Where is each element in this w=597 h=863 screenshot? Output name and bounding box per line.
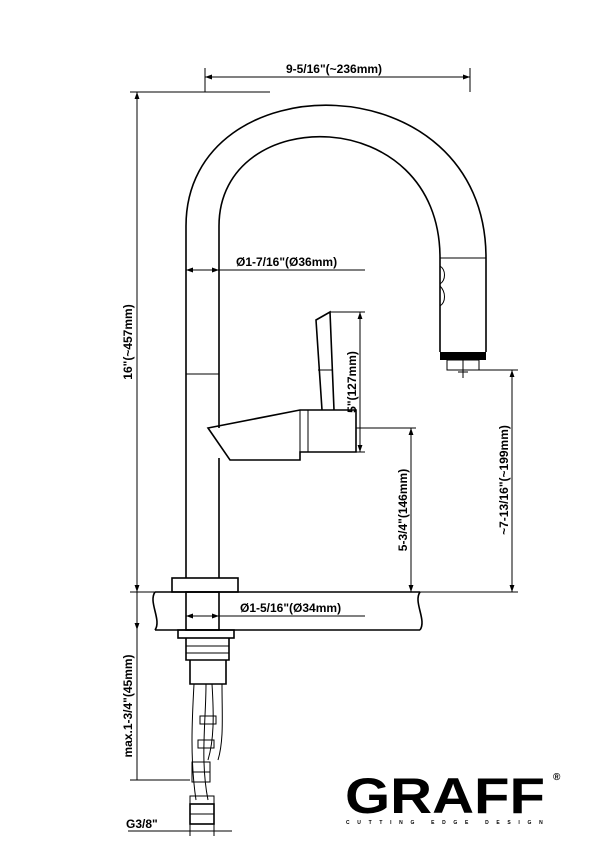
base-diameter-label: Ø1-5/16"(Ø34mm) bbox=[240, 601, 341, 615]
base-plate bbox=[171, 577, 239, 593]
supply-hose bbox=[189, 683, 223, 825]
max-deck-label: max.1-3/4"(45mm) bbox=[121, 654, 135, 757]
pipe-diameter-label: Ø1-7/16"(Ø36mm) bbox=[236, 255, 337, 269]
height-dimension: 16"(~457mm) bbox=[121, 91, 270, 593]
base-diameter-dimension: Ø1-5/16"(Ø34mm) bbox=[186, 601, 365, 619]
handle-base-dimension: 5-3/4"(146mm) bbox=[356, 427, 416, 592]
handle-height-dimension: 5"(127mm) bbox=[330, 311, 365, 453]
handle-height-label: 5"(127mm) bbox=[345, 351, 359, 413]
brand-tagline: CUTTING EDGE DESIGN bbox=[346, 820, 546, 826]
graff-logo: GRAFF ® CUTTING EDGE DESIGN bbox=[345, 768, 561, 826]
spout-clearance-dimension: ~7-13/16"(~199mm) bbox=[420, 369, 518, 593]
faucet-column-inner-outline bbox=[218, 135, 441, 428]
brand-name: GRAFF bbox=[345, 768, 545, 824]
connection-dimension: G3/8" bbox=[126, 817, 232, 836]
faucet-body bbox=[171, 104, 487, 593]
faucet-column-outline bbox=[185, 104, 487, 578]
width-dimension: 9-5/16"(~236mm) bbox=[204, 62, 471, 92]
max-deck-dimension: max.1-3/4"(45mm) bbox=[121, 591, 190, 781]
spout-clearance-label: ~7-13/16"(~199mm) bbox=[497, 425, 511, 535]
faucet-handle bbox=[206, 310, 357, 461]
connection-label: G3/8" bbox=[126, 817, 158, 831]
registered-mark: ® bbox=[553, 772, 561, 783]
width-dimension-label: 9-5/16"(~236mm) bbox=[286, 62, 382, 76]
height-dimension-label: 16"(~457mm) bbox=[121, 304, 135, 379]
mounting-shank bbox=[177, 591, 235, 685]
spray-head bbox=[439, 257, 487, 378]
pipe-diameter-dimension: Ø1-7/16"(Ø36mm) bbox=[186, 255, 365, 273]
handle-base-height-label: 5-3/4"(146mm) bbox=[396, 469, 410, 551]
